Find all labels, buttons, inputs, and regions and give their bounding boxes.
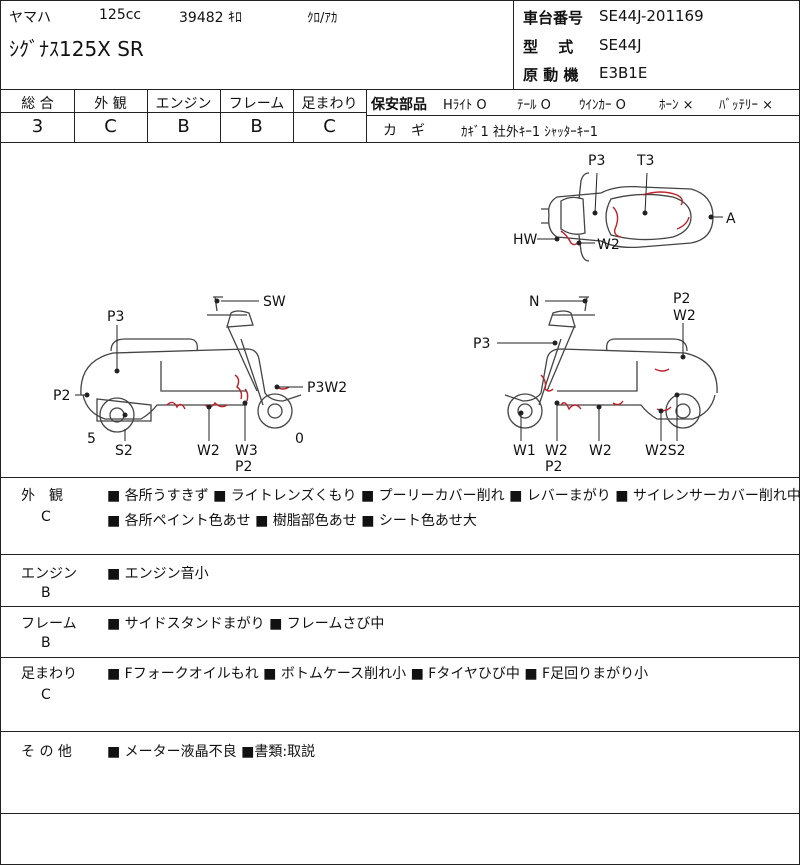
remark-label: フレーム xyxy=(21,616,77,632)
grade-value-engine: B xyxy=(177,116,190,137)
remarks-rule xyxy=(1,731,799,732)
remark-line: ■ サイドスタンドまがり ■ フレームさび中 xyxy=(107,616,385,632)
left-view-scooter xyxy=(80,296,302,433)
callout-right-w2a: W2 xyxy=(673,308,696,324)
remark-label: 足まわり xyxy=(21,666,77,682)
remark-label: そ の 他 xyxy=(21,744,72,760)
callout-right-p3: P3 xyxy=(473,336,490,352)
safety-parts-label: 保安部品 xyxy=(371,97,427,113)
key-label: カ ギ xyxy=(383,123,425,139)
part-battery: ﾊﾞｯﾃﾘｰ × xyxy=(719,98,774,113)
callout-right-p2b: P2 xyxy=(545,459,562,475)
callout-right-w2s2: W2S2 xyxy=(645,443,686,459)
callout-left-p3: P3 xyxy=(107,309,124,325)
frame-number-value: SE44J-201169 xyxy=(599,7,704,25)
callout-right-w2c: W2 xyxy=(589,443,612,459)
callout-top-hw: HW xyxy=(513,232,538,248)
diagram-bottom-rule xyxy=(1,477,799,478)
part-headlight: Hﾗｲﾄ O xyxy=(443,98,487,113)
grade-value-frame: B xyxy=(250,116,263,137)
grade-header-overall: 総 合 xyxy=(21,96,54,112)
part-winker: ｳｲﾝｶｰ O xyxy=(579,98,626,113)
remark-line: ■ Fフォークオイルもれ ■ ボトムケース削れ小 ■ Fタイヤひび中 ■ F足回… xyxy=(107,666,649,682)
callout-left-0: 0 xyxy=(295,431,304,447)
remarks-rule xyxy=(1,657,799,658)
remark-line: ■ エンジン音小 xyxy=(107,566,209,582)
grade-col-divider xyxy=(220,89,221,142)
grade-header-suspension: 足まわり xyxy=(301,96,358,112)
remarks-rule xyxy=(1,554,799,555)
callout-top-t3: T3 xyxy=(636,153,654,169)
key-value: ｶｷﾞ1 社外ｷｰ1 ｼｬｯﾀｰｷｰ1 xyxy=(461,125,599,140)
callout-left-5: 5 xyxy=(87,431,96,447)
grade-value-exterior: C xyxy=(104,116,117,137)
grade-col-divider xyxy=(293,89,294,142)
remark-grade: B xyxy=(41,635,51,651)
remark-grade: B xyxy=(41,585,51,601)
displacement: 125cc xyxy=(99,7,142,23)
part-horn: ﾎｰﾝ × xyxy=(659,98,694,113)
remarks-rule xyxy=(1,813,799,814)
callout-left-p2b: P2 xyxy=(235,459,252,475)
callout-left-w2: W2 xyxy=(197,443,220,459)
remark-line: ■ 各所ペイント色あせ ■ 樹脂部色あせ ■ シート色あせ大 xyxy=(107,513,477,529)
right-view-scooter xyxy=(504,296,718,429)
callout-left-p2: P2 xyxy=(53,388,70,404)
model-name: ｼｸﾞﾅｽ125X SR xyxy=(9,37,144,61)
type-value: SE44J xyxy=(599,36,642,54)
grade-col-divider xyxy=(147,89,148,142)
callout-left-p3w2: P3W2 xyxy=(307,380,347,396)
callout-left-s2: S2 xyxy=(115,443,133,459)
remark-grade: C xyxy=(41,687,51,703)
part-taillight: ﾃｰﾙ O xyxy=(517,98,551,113)
parts-rule xyxy=(366,115,799,116)
grade-header-frame: フレーム xyxy=(228,96,285,112)
callout-right-w2b: W2 xyxy=(545,443,568,459)
top-view-scooter xyxy=(541,172,714,262)
grade-header-engine: エンジン xyxy=(155,96,212,112)
grade-header-rule xyxy=(1,112,366,113)
callout-right-w1: W1 xyxy=(513,443,536,459)
grade-header-exterior: 外 観 xyxy=(94,96,127,112)
remark-line: ■ 各所うすきず ■ ライトレンズくもり ■ プーリーカバー削れ ■ レバーまが… xyxy=(107,488,800,504)
callout-left-sw: SW xyxy=(263,294,286,310)
grade-value-suspension: C xyxy=(323,116,336,137)
callout-top-a: A xyxy=(726,211,736,227)
grade-value-overall: 3 xyxy=(31,116,44,137)
grade-col-divider xyxy=(74,89,75,142)
header-bottom-rule xyxy=(1,89,799,90)
engine-model-value: E3B1E xyxy=(599,64,648,82)
maker: ヤマハ xyxy=(9,10,51,26)
type-label: 型 式 xyxy=(523,38,574,56)
color: ｸﾛ/ｱｶ xyxy=(307,11,338,26)
remark-label: 外 観 xyxy=(21,488,63,504)
mileage: 39482 ｷﾛ xyxy=(179,10,242,26)
engine-model-label: 原 動 機 xyxy=(523,66,579,84)
header-divider xyxy=(513,1,514,89)
leader-lines xyxy=(75,172,723,441)
callout-top-p3: P3 xyxy=(588,153,605,169)
leader-dots xyxy=(84,210,714,418)
remarks-rule xyxy=(1,606,799,607)
remark-line: ■ メーター液晶不良 ■書類:取説 xyxy=(107,744,316,760)
callout-right-n: N xyxy=(529,294,539,310)
grades-bottom-rule xyxy=(1,142,799,143)
frame-number-label: 車台番号 xyxy=(523,9,584,27)
callout-right-p2: P2 xyxy=(673,291,690,307)
callout-left-w3: W3 xyxy=(235,443,258,459)
damage-diagram: P3 T3 A HW W2 SW P3 P2 P3W2 5 S2 W2 W3 P… xyxy=(53,153,736,475)
remark-grade: C xyxy=(41,509,51,525)
callout-top-w2: W2 xyxy=(597,237,620,253)
remark-label: エンジン xyxy=(21,566,77,582)
